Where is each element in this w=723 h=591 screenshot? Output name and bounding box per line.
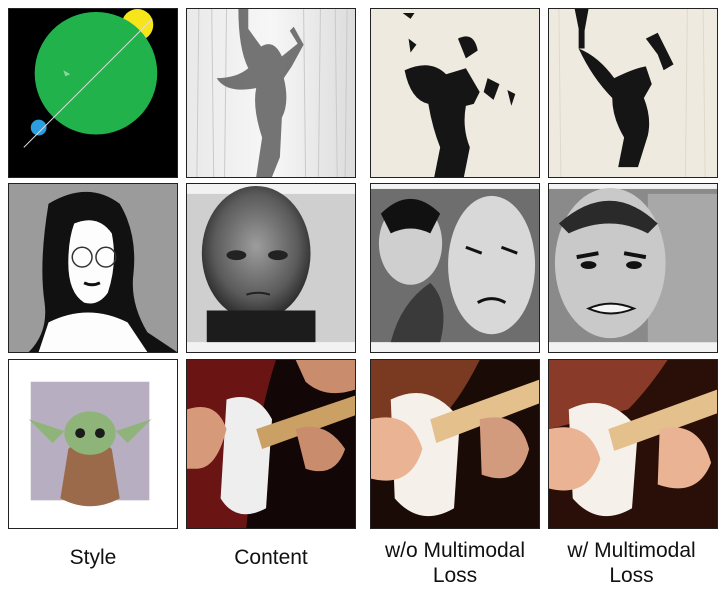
without-multimodal-dancer	[370, 8, 540, 178]
column-label-without-multimodal-loss: w/o Multimodal Loss	[362, 538, 548, 588]
style-image-baby-yoda	[8, 359, 178, 529]
column-label-with-line2: Loss	[609, 564, 654, 587]
column-label-content-line1: Content	[234, 546, 308, 569]
style-image-line-portrait	[8, 183, 178, 353]
column-label-with-line1: w/ Multimodal	[567, 539, 696, 562]
without-multimodal-guitar	[370, 359, 540, 529]
content-image-bald-man	[186, 183, 356, 353]
content-image-guitar	[186, 359, 356, 529]
with-multimodal-man-face	[548, 183, 718, 353]
with-multimodal-dancer	[548, 8, 718, 178]
column-label-without-line2: Loss	[432, 564, 478, 587]
content-image-dancer	[186, 8, 356, 178]
column-label-without-line1: w/o Multimodal	[384, 539, 526, 562]
with-multimodal-guitar	[548, 359, 718, 529]
column-label-style: Style	[8, 545, 178, 570]
column-label-style-line1: Style	[69, 546, 117, 569]
column-label-with-multimodal-loss: w/ Multimodal Loss	[540, 538, 723, 588]
without-multimodal-two-faces	[370, 183, 540, 353]
column-label-content: Content	[186, 545, 356, 570]
style-image-planet	[8, 8, 178, 178]
